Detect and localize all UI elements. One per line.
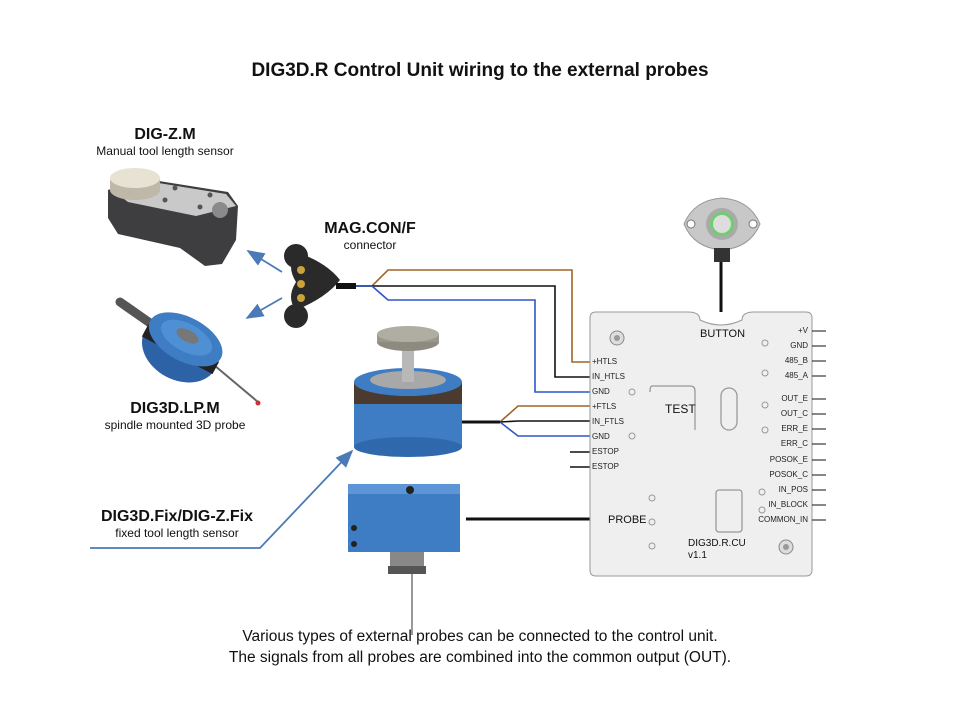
pin-out-e: OUT_E <box>781 394 808 403</box>
dig3d-fix-sensor-image <box>348 484 460 635</box>
button-image <box>683 197 761 262</box>
mag-con-f-name: MAG.CON/F <box>324 220 416 237</box>
dig-z-m-sensor-image <box>108 168 238 266</box>
diagram-title: DIG3D.R Control Unit wiring to the exter… <box>251 60 709 81</box>
pin-485-a: 485_A <box>784 371 808 380</box>
pin-ftls-plus: +FTLS <box>592 402 617 411</box>
pin-htls-plus: +HTLS <box>592 357 618 366</box>
dig-z-m-name: DIG-Z.M <box>134 126 196 143</box>
pin-in-block: IN_BLOCK <box>768 500 808 509</box>
label-dig-z-m: DIG-Z.M Manual tool length sensor <box>60 126 270 158</box>
control-unit-panel <box>589 311 813 577</box>
pin-posok-e: POSOK_E <box>769 455 808 464</box>
dig3d-center-probe-image <box>354 326 462 457</box>
wires-htls <box>356 269 590 393</box>
probe-label: PROBE <box>608 514 647 526</box>
label-mag-con-f: MAG.CON/F connector <box>300 220 440 252</box>
dig-z-m-desc: Manual tool length sensor <box>96 144 234 158</box>
pin-in-pos: IN_POS <box>778 485 808 494</box>
pin-485-b: 485_B <box>784 356 808 365</box>
pin-out-c: OUT_C <box>780 409 808 418</box>
pin-v-plus: +V <box>797 326 808 335</box>
pin-estop-1: ESTOP <box>592 447 619 456</box>
pin-common-in: COMMON_IN <box>758 515 808 524</box>
pin-in-htls: IN_HTLS <box>592 372 625 381</box>
caption-line-2: The signals from all probes are combined… <box>228 649 732 666</box>
pin-in-ftls: IN_FTLS <box>592 417 625 426</box>
wires-ftls <box>462 405 590 437</box>
caption-line-1: Various types of external probes can be … <box>242 628 718 645</box>
dig3d-fix-desc: fixed tool length sensor <box>115 526 239 540</box>
pin-err-c: ERR_C <box>780 439 808 448</box>
arrow-to-dig3d-lp-m <box>245 297 283 319</box>
unit-model: DIG3D.R.CU <box>688 538 746 549</box>
label-dig3d-lp-m: DIG3D.LP.M spindle mounted 3D probe <box>70 400 280 432</box>
unit-version: v1.1 <box>688 550 707 561</box>
pin-gnd-1: GND <box>592 387 610 396</box>
dig3d-lp-m-probe-image <box>115 297 261 406</box>
pin-posok-c: POSOK_C <box>769 470 808 479</box>
caption: Various types of external probes can be … <box>0 626 960 668</box>
right-pin-stubs <box>812 330 826 521</box>
mag-con-f-desc: connector <box>343 238 397 252</box>
button-label: BUTTON <box>700 328 746 340</box>
pin-gnd-r: GND <box>790 341 808 350</box>
dig3d-lp-m-name: DIG3D.LP.M <box>130 400 220 417</box>
dig3d-fix-name: DIG3D.Fix/DIG-Z.Fix <box>100 508 253 525</box>
pin-estop-2: ESTOP <box>592 462 619 471</box>
arrow-to-fixed-sensor <box>90 449 354 549</box>
mag-con-f-connector-image <box>284 244 356 328</box>
pin-gnd-2: GND <box>592 432 610 441</box>
dig3d-lp-m-desc: spindle mounted 3D probe <box>104 418 246 432</box>
pin-err-e: ERR_E <box>781 424 808 433</box>
arrow-to-dig-z-m <box>246 250 283 273</box>
label-dig3d-fix: DIG3D.Fix/DIG-Z.Fix fixed tool length se… <box>62 508 292 540</box>
test-label: TEST <box>665 402 696 416</box>
